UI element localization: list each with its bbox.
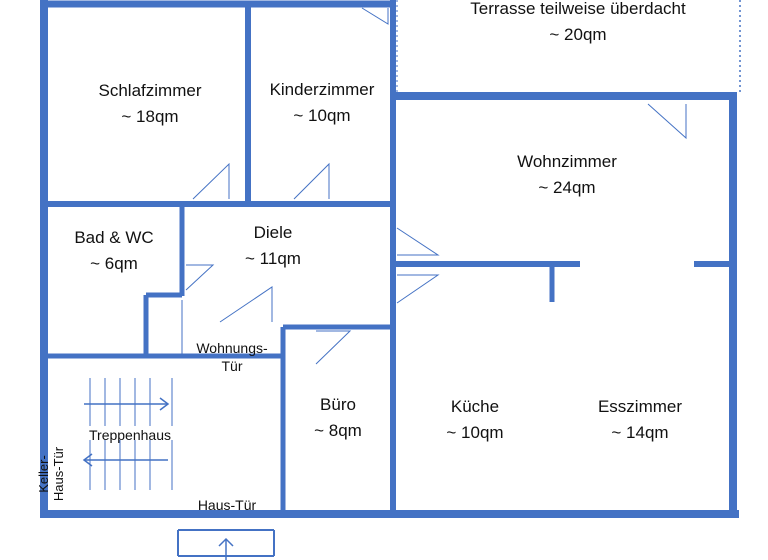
kinderzimmer-area: ~ 10qm <box>293 106 351 125</box>
treppenhaus-name: Treppenhaus <box>89 427 171 443</box>
kueche-name: Küche <box>450 397 500 416</box>
buero-name: Büro <box>320 395 356 414</box>
esszimmer-name: Esszimmer <box>597 397 683 416</box>
haustuer-label: Haus-Tür <box>177 496 277 514</box>
kinderzimmer-name: Kinderzimmer <box>269 80 375 99</box>
door-swing-kueche <box>396 274 440 304</box>
door-swing-wohnzimmer-top <box>647 103 687 140</box>
keller-haustuer-label: Keller- Haus-Tür <box>36 434 66 514</box>
door-swings <box>181 7 687 365</box>
wohnungstuer-line1: Wohnungs- <box>196 340 268 356</box>
door-swing-kinderzimmer-lower <box>293 162 330 200</box>
door-swing-bad <box>185 264 215 291</box>
door-swing-buero <box>315 330 352 365</box>
wohnzimmer-label: Wohnzimmer ~ 24qm <box>487 149 647 201</box>
schlafzimmer-label: Schlafzimmer ~ 18qm <box>60 78 240 130</box>
keller-haustuer-line2: Haus-Tür <box>51 446 66 502</box>
door-swing-schlafzimmer <box>192 162 230 200</box>
treppenhaus-label: Treppenhaus <box>70 426 190 444</box>
walls <box>40 0 741 518</box>
wohnungstuer-line2: Tür <box>221 358 243 374</box>
diele-name: Diele <box>253 223 293 242</box>
buero-label: Büro ~ 8qm <box>288 392 388 444</box>
bad-label: Bad & WC ~ 6qm <box>54 225 174 277</box>
diele-label: Diele ~ 11qm <box>213 220 333 272</box>
bad-name: Bad & WC <box>74 228 154 247</box>
schlafzimmer-name: Schlafzimmer <box>98 81 202 100</box>
kinderzimmer-label: Kinderzimmer ~ 10qm <box>252 77 392 129</box>
buero-area: ~ 8qm <box>314 421 362 440</box>
keller-haustuer-line1: Keller- <box>36 455 51 493</box>
door-swing-diele <box>219 286 273 323</box>
esszimmer-label: Esszimmer ~ 14qm <box>580 394 700 446</box>
wohnzimmer-name: Wohnzimmer <box>517 152 617 171</box>
door-swing-kinderzimmer <box>361 7 389 25</box>
bad-area: ~ 6qm <box>90 254 138 273</box>
diele-area: ~ 11qm <box>245 249 301 268</box>
wohnzimmer-area: ~ 24qm <box>538 178 596 197</box>
esszimmer-area: ~ 14qm <box>611 423 669 442</box>
terrasse-area: ~ 20qm <box>549 25 607 44</box>
entry-arrow-icon <box>218 537 234 560</box>
schlafzimmer-area: ~ 18qm <box>121 107 179 126</box>
kueche-label: Küche ~ 10qm <box>420 394 530 446</box>
haustuer-text: Haus-Tür <box>197 497 257 513</box>
terrasse-label: Terrasse teilweise überdacht ~ 20qm <box>400 0 756 48</box>
terrasse-name: Terrasse teilweise überdacht <box>470 0 686 18</box>
door-swing-wohnzimmer <box>396 227 440 256</box>
stairs-icon <box>82 378 173 490</box>
wohnungstuer-label: Wohnungs- Tür <box>172 339 292 375</box>
kueche-area: ~ 10qm <box>446 423 504 442</box>
